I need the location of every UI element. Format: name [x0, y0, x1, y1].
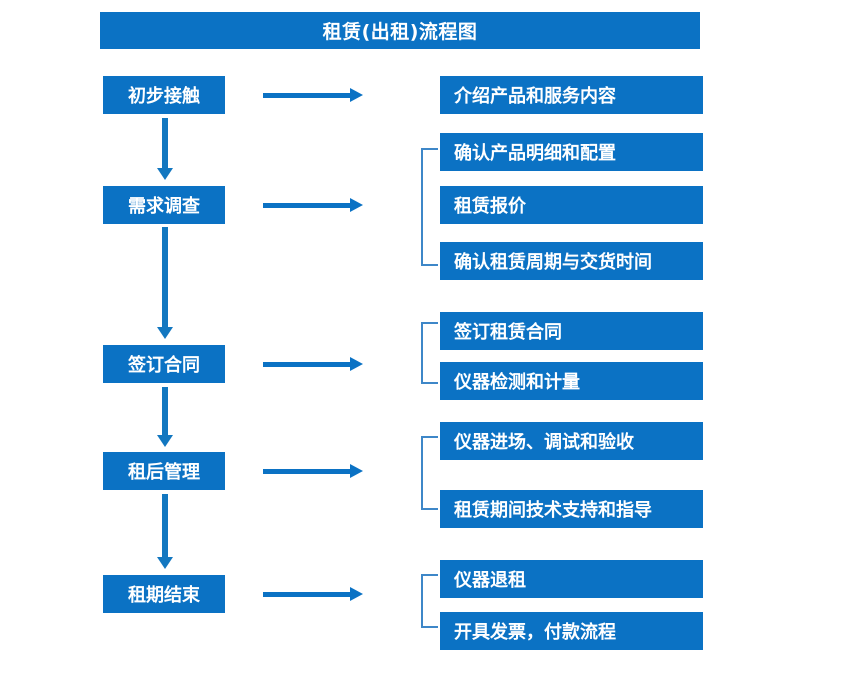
detail-box[interactable]: 介绍产品和服务内容 — [440, 76, 703, 114]
arrow-shaft — [263, 93, 351, 98]
arrow-shaft — [263, 362, 351, 367]
arrow-head — [157, 168, 173, 180]
arrow-shaft — [263, 592, 351, 597]
arrow-shaft — [162, 494, 168, 558]
detail-box[interactable]: 仪器退租 — [440, 560, 703, 598]
arrow-shaft — [263, 203, 351, 208]
arrow-head — [157, 327, 173, 339]
arrow-shaft — [162, 118, 168, 169]
arrow-right-icon — [263, 198, 363, 212]
arrow-right-icon — [263, 357, 363, 371]
stage-box[interactable]: 租期结束 — [103, 575, 225, 613]
detail-box[interactable]: 租赁报价 — [440, 186, 703, 224]
arrow-head — [157, 435, 173, 447]
arrow-down-icon — [157, 494, 173, 569]
arrow-shaft — [162, 387, 168, 436]
detail-box[interactable]: 开具发票，付款流程 — [440, 612, 703, 650]
group-bracket — [421, 574, 438, 628]
detail-box[interactable]: 签订租赁合同 — [440, 312, 703, 350]
group-bracket — [421, 436, 438, 510]
arrow-down-icon — [157, 387, 173, 447]
stage-box[interactable]: 需求调查 — [103, 186, 225, 224]
arrow-right-icon — [263, 464, 363, 478]
detail-box[interactable]: 确认产品明细和配置 — [440, 133, 703, 171]
arrow-head — [350, 198, 363, 212]
stage-box[interactable]: 初步接触 — [103, 76, 225, 114]
chart-title: 租赁(出租)流程图 — [100, 12, 700, 49]
arrow-head — [350, 88, 363, 102]
arrow-down-icon — [157, 118, 173, 180]
arrow-down-icon — [157, 227, 173, 339]
arrow-shaft — [162, 227, 168, 328]
arrow-right-icon — [263, 88, 363, 102]
arrow-head — [350, 357, 363, 371]
arrow-right-icon — [263, 587, 363, 601]
stage-box[interactable]: 租后管理 — [103, 452, 225, 490]
arrow-head — [350, 464, 363, 478]
arrow-head — [350, 587, 363, 601]
group-bracket — [421, 148, 438, 266]
arrow-head — [157, 557, 173, 569]
detail-box[interactable]: 仪器检测和计量 — [440, 362, 703, 400]
detail-box[interactable]: 确认租赁周期与交货时间 — [440, 242, 703, 280]
arrow-shaft — [263, 469, 351, 474]
detail-box[interactable]: 租赁期间技术支持和指导 — [440, 490, 703, 528]
detail-box[interactable]: 仪器进场、调试和验收 — [440, 422, 703, 460]
stage-box[interactable]: 签订合同 — [103, 345, 225, 383]
group-bracket — [421, 322, 438, 384]
